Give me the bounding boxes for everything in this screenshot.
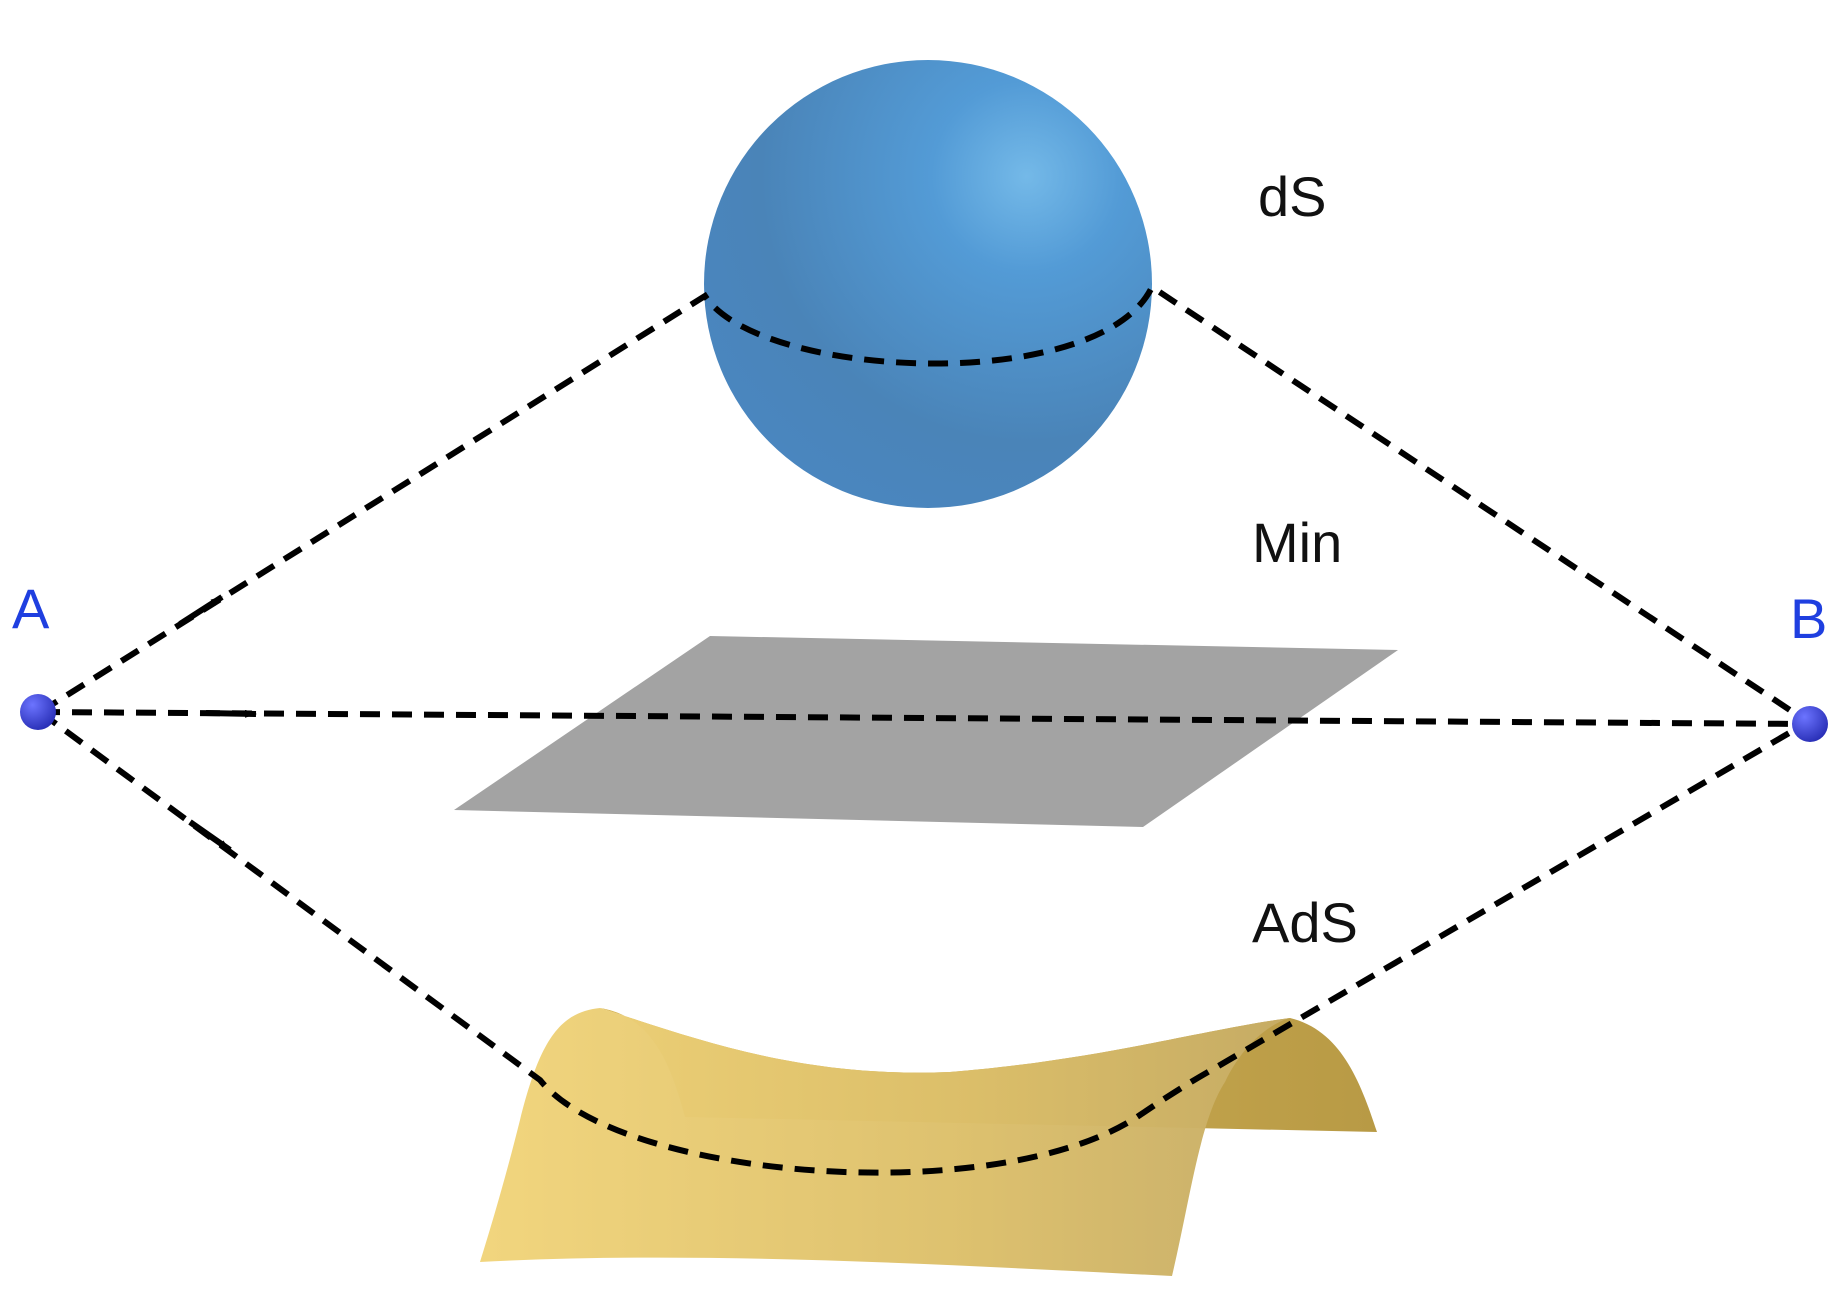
arrow-middle (205, 709, 257, 718)
ads-saddle-front (480, 1008, 1290, 1276)
label-point-a: A (12, 577, 50, 640)
label-ds: dS (1258, 165, 1327, 228)
label-min: Min (1252, 511, 1342, 574)
point-a (20, 694, 56, 730)
minkowski-plane (454, 636, 1398, 827)
point-b (1792, 706, 1828, 742)
path-a-to-b-straight (39, 709, 1809, 727)
arrow-upper (178, 594, 224, 627)
path-a-to-b-via-sphere (38, 282, 1810, 725)
de-sitter-sphere (704, 60, 1152, 508)
label-ads: AdS (1252, 891, 1358, 954)
path-a-to-b-via-saddle (38, 709, 1810, 1176)
label-point-b: B (1790, 587, 1827, 650)
arrow-lower (188, 819, 232, 853)
